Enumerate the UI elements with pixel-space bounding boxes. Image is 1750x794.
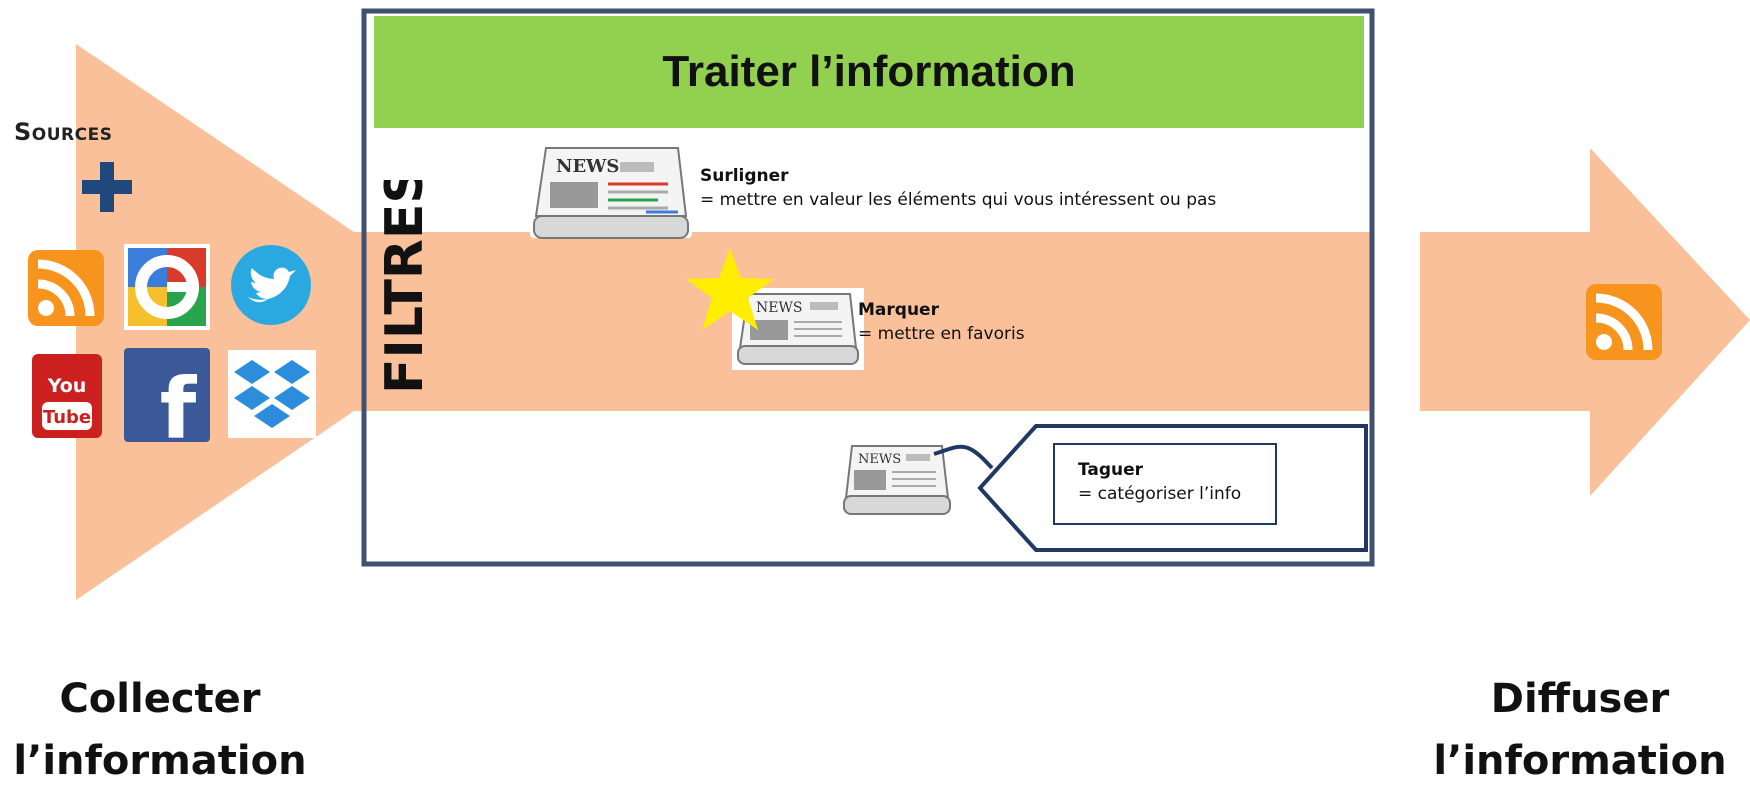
news-masthead: NEWS bbox=[858, 452, 901, 467]
newspaper-icon: NEWS bbox=[843, 445, 951, 515]
diffuse-arrow bbox=[1420, 148, 1750, 496]
step-surligner-title: Surligner bbox=[700, 166, 789, 186]
google-icon bbox=[124, 244, 210, 330]
news-masthead: NEWS bbox=[556, 156, 619, 177]
collect-label: Collecter l’information bbox=[0, 668, 320, 792]
step-taguer-desc: = catégoriser l’info bbox=[1078, 484, 1242, 504]
collect-label-line2: l’information bbox=[13, 738, 307, 784]
sources-label: Sources bbox=[14, 118, 113, 146]
collect-arrow bbox=[76, 44, 354, 600]
processing-frame bbox=[361, 8, 1375, 567]
rss-icon bbox=[28, 250, 104, 326]
dropbox-icon bbox=[228, 350, 316, 438]
facebook-icon: f bbox=[124, 348, 210, 442]
newspaper-icon: NEWS bbox=[732, 288, 864, 370]
facebook-glyph: f bbox=[160, 360, 198, 442]
tag-shape bbox=[933, 424, 1368, 552]
diffuse-label: Diffuser l’information bbox=[1420, 668, 1740, 792]
step-marquer-desc: = mettre en favoris bbox=[858, 324, 1025, 344]
youtube-icon: You Tube bbox=[32, 354, 102, 438]
step-taguer-title: Taguer bbox=[1078, 460, 1144, 480]
diffuse-label-line1: Diffuser bbox=[1490, 676, 1670, 722]
youtube-tube-text: Tube bbox=[43, 407, 91, 428]
rss-icon bbox=[1586, 284, 1662, 360]
header-title: Traiter l’information bbox=[662, 47, 1076, 96]
step-marquer-title: Marquer bbox=[858, 300, 939, 320]
step-taguer: Taguer = catégoriser l’info bbox=[1078, 458, 1241, 506]
collect-label-line1: Collecter bbox=[59, 676, 261, 722]
filter-band bbox=[354, 232, 1374, 411]
header-bar bbox=[374, 16, 1364, 128]
filtres-label: FILTRES bbox=[375, 180, 435, 394]
diffuse-label-line2: l’information bbox=[1433, 738, 1727, 784]
news-masthead: NEWS bbox=[756, 300, 802, 316]
step-marquer: Marquer = mettre en favoris bbox=[858, 298, 1025, 346]
step-surligner-desc: = mettre en valeur les éléments qui vous… bbox=[700, 190, 1217, 210]
twitter-icon bbox=[231, 245, 311, 325]
plus-icon bbox=[82, 162, 132, 212]
star-icon bbox=[686, 248, 774, 330]
youtube-you-text: You bbox=[47, 375, 87, 397]
filtres-label-svg: FILTRES bbox=[375, 180, 435, 394]
newspaper-icon: NEWS bbox=[530, 146, 692, 239]
step-surligner: Surligner = mettre en valeur les élément… bbox=[700, 164, 1216, 212]
